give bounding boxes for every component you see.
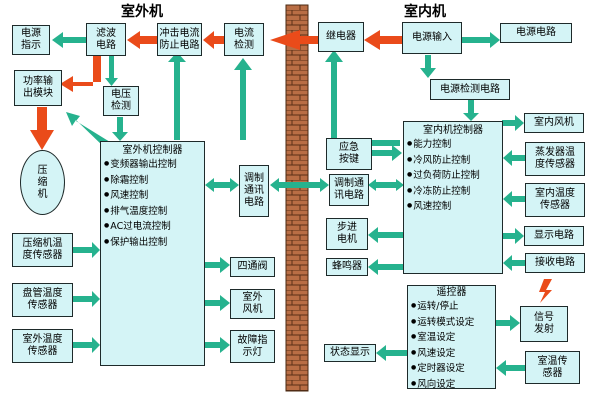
buzzer-box: 蜂鸣器 <box>326 258 368 276</box>
outdoor-controller-item: 除霜控制 <box>101 173 148 189</box>
four-way-valve-box: 四通阀 <box>230 257 275 277</box>
power-indicator-box: 电源 指示 <box>12 25 50 55</box>
remote-control-item: 风向设定 <box>408 377 455 393</box>
power-circuit-box: 电源电路 <box>500 23 572 43</box>
indoor-controller-item: 冷冻防止控制 <box>404 184 470 200</box>
partition-wall <box>285 4 309 392</box>
power-detection-circuit-box: 电源检测电路 <box>430 79 510 100</box>
voltage-detection-box: 电压 检测 <box>103 86 139 116</box>
outdoor-controller-box: 室外机控制器 变频器输出控制 除霜控制 风速控制 排气温度控制 AC过电流控制 … <box>100 141 205 366</box>
outdoor-controller-title: 室外机控制器 <box>122 145 183 156</box>
display-circuit-box: 显示电路 <box>524 226 584 246</box>
power-output-module-box: 功率输 出模块 <box>14 70 62 106</box>
indoor-controller-item: 能力控制 <box>404 137 451 153</box>
remote-control-box: 遥控器 运转/停止 运转模式设定 室温设定 风速设定 定时器设定 风向设定 <box>407 285 496 390</box>
remote-control-item: 风速设定 <box>408 346 455 362</box>
outdoor-unit-title: 室外机 <box>121 4 163 20</box>
filter-circuit-box: 滤波 电路 <box>86 23 126 56</box>
outdoor-modulation-circuit-box: 调制 通讯 电路 <box>239 165 269 217</box>
compressor-temp-sensor-box: 压缩机温 度传感器 <box>12 233 73 267</box>
indoor-controller-item: 冷风防止控制 <box>404 153 470 169</box>
remote-control-item: 运转模式设定 <box>408 315 474 331</box>
outdoor-controller-item: AC过电流控制 <box>101 219 170 235</box>
indoor-controller-title: 室内机控制器 <box>423 125 483 136</box>
relay-box: 继电器 <box>318 22 364 52</box>
outdoor-temp-sensor-box: 室外温度 传感器 <box>12 329 73 363</box>
indoor-fan-box: 室内风机 <box>524 113 584 133</box>
indoor-controller-item: 过负荷防止控制 <box>404 168 480 184</box>
status-display-box: 状态显示 <box>324 344 376 362</box>
coil-temp-sensor-box: 盘管温度 传感器 <box>12 283 73 317</box>
outdoor-controller-item: 变频器输出控制 <box>101 157 177 173</box>
outdoor-controller-item: 风速控制 <box>101 188 148 204</box>
stepper-motor-box: 步进 电机 <box>326 218 368 250</box>
remote-control-item: 室温设定 <box>408 330 455 346</box>
power-path-red <box>30 30 402 150</box>
emergency-button-box: 应急 按键 <box>326 138 372 170</box>
current-detection-box: 电流 检测 <box>224 23 264 56</box>
outdoor-controller-item: 保护输出控制 <box>101 235 167 251</box>
wireless-signal-icon <box>539 279 552 303</box>
surge-prevention-box: 冲击电流 防止电路 <box>157 23 202 56</box>
power-input-box: 电源输入 <box>402 22 462 54</box>
indoor-controller-box: 室内机控制器 能力控制 冷风防止控制 过负荷防止控制 冷冻防止控制 风速控制 <box>403 121 503 274</box>
indoor-controller-item: 风速控制 <box>404 199 451 215</box>
room-temp-sensor-box: 室温传 感器 <box>525 351 580 384</box>
indoor-temp-sensor-box: 室内温度 传感器 <box>525 183 585 217</box>
evaporator-temp-sensor-box: 蒸发器温 度传感器 <box>525 142 585 176</box>
fault-light-box: 故障指 示灯 <box>230 330 275 363</box>
signal-transmit-box: 信号 发射 <box>520 306 568 342</box>
indoor-modulation-circuit-box: 调制通 讯电路 <box>329 174 369 206</box>
outdoor-controller-item: 排气温度控制 <box>101 204 167 220</box>
remote-control-item: 运转/停止 <box>408 299 458 315</box>
remote-control-item: 定时器设定 <box>408 361 465 377</box>
remote-control-title: 遥控器 <box>436 287 467 298</box>
outdoor-fan-box: 室外 风机 <box>230 289 275 319</box>
compressor-box: 压 缩 机 <box>20 150 65 215</box>
indoor-unit-title: 室内机 <box>404 4 446 20</box>
signal-arrows-green <box>52 32 525 376</box>
receiver-circuit-box: 接收电路 <box>525 253 585 273</box>
